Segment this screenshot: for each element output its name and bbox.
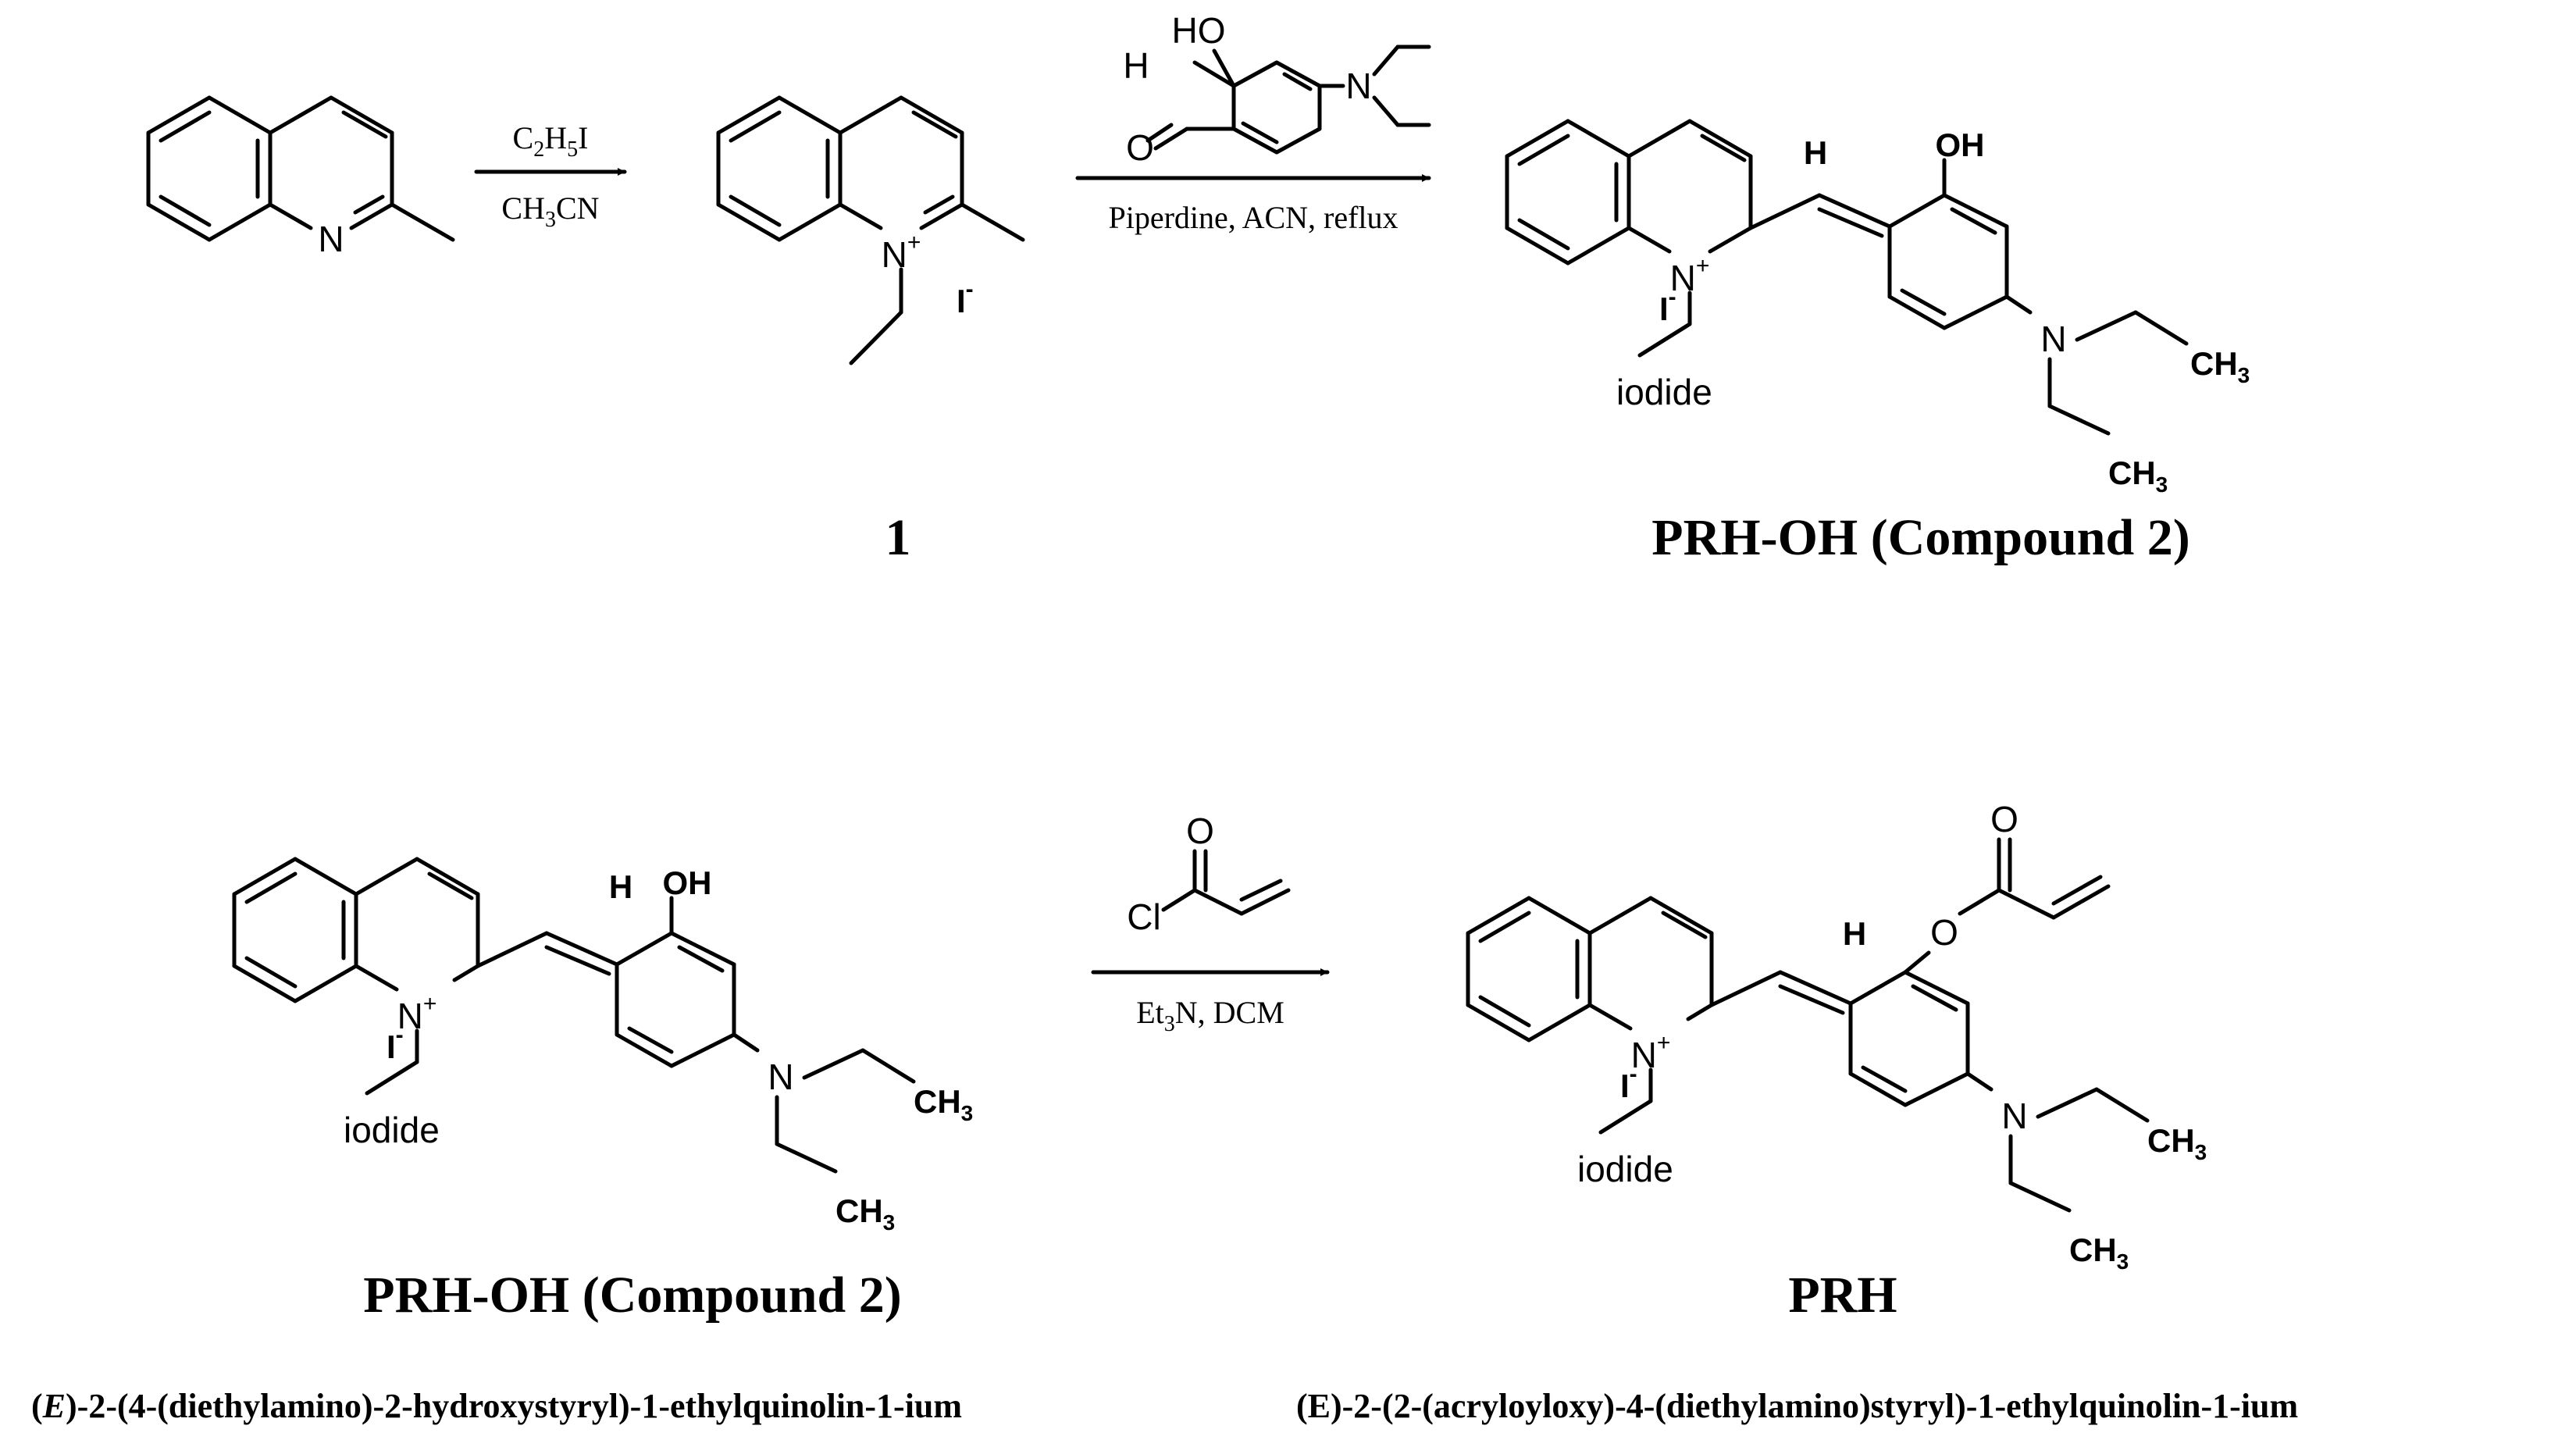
methyl-group-1: CH3 [2190, 345, 2250, 387]
reagent-carbonyl-oxygen: O [1186, 811, 1214, 851]
structure-prh-oh-top: N+ I- iodide H OH N CH3 CH3 [1505, 119, 2250, 497]
vinyl-hydrogen: H [609, 868, 632, 905]
reagent-amine-nitrogen: N [1345, 66, 1371, 106]
methyl-group-1: CH3 [2147, 1122, 2207, 1164]
hydroxyl-group: OH [663, 864, 712, 901]
reaction-arrow-3: O Cl Et3N, DCM [1091, 811, 1330, 1036]
iodide-text: iodide [344, 1110, 440, 1150]
vinyl-hydrogen: H [1843, 915, 1866, 952]
quaternary-nitrogen-atom: N+ [397, 991, 437, 1036]
quaternary-nitrogen-atom: N+ [1670, 253, 1710, 298]
prh-iupac-name: (E)-2-(2-(acryloyloxy)-4-(diethylamino)s… [1296, 1387, 2298, 1425]
reagent-chlorine: Cl [1127, 896, 1160, 937]
iodide-text: iodide [1616, 372, 1712, 412]
prh-oh-bottom-label: PRH-OH (Compound 2) [363, 1267, 901, 1324]
iodide-counterion: I- [1620, 1061, 1637, 1104]
hydroxyl-group: OH [1936, 127, 1985, 163]
reagent-ethyl-iodide: C2H5I [513, 120, 589, 162]
iodide-text: iodide [1577, 1149, 1673, 1189]
ester-oxygen: O [1930, 912, 1958, 953]
reaction-arrow-1: C2H5I CH3CN [474, 120, 627, 232]
carbonyl-oxygen: O [1990, 799, 2018, 839]
nitrogen-atom: N [318, 219, 344, 259]
reagent-aldehyde-hydrogen: H [1123, 45, 1149, 86]
prh-label: PRH [1788, 1267, 1897, 1324]
reaction-arrow-2: HO H O N Piperdine, ACN, reflux [1075, 10, 1431, 235]
structure-prh: N+ I- iodide H O O N CH3 CH3 [1466, 799, 2207, 1274]
reaction-1-conditions: Piperdine, ACN, reflux [1108, 200, 1398, 235]
methyl-group-1: CH3 [914, 1083, 973, 1125]
vinyl-hydrogen: H [1804, 134, 1827, 171]
structure-2-methylquinoline: N [146, 95, 455, 259]
reaction-2-conditions: Et3N, DCM [1136, 995, 1284, 1036]
methyl-group-2: CH3 [2108, 454, 2168, 497]
structure-compound-1: N+ I- [716, 95, 1025, 365]
methyl-group-2: CH3 [836, 1192, 895, 1235]
methyl-group-2: CH3 [2069, 1231, 2129, 1274]
solvent-acetonitrile: CH3CN [501, 191, 599, 232]
quaternary-nitrogen-atom: N+ [882, 230, 921, 275]
compound-1-label: 1 [885, 509, 911, 566]
iodide-counterion: I- [957, 276, 974, 319]
amine-nitrogen: N [2040, 319, 2066, 359]
reagent-aldehyde-oxygen: O [1126, 127, 1154, 168]
prh-oh-iupac-name: (E)-2-(4-(diethylamino)-2-hydroxystyryl)… [31, 1387, 962, 1425]
quaternary-nitrogen-atom: N+ [1631, 1030, 1671, 1075]
prh-oh-top-label: PRH-OH (Compound 2) [1651, 509, 2189, 566]
amine-nitrogen: N [768, 1057, 793, 1097]
iodide-counterion: I- [1659, 284, 1676, 327]
reagent-hydroxyl: HO [1172, 10, 1226, 51]
iodide-counterion: I- [387, 1022, 404, 1065]
amine-nitrogen: N [2001, 1096, 2027, 1136]
structure-prh-oh-bottom: N+ I- iodide H OH N CH3 CH3 [232, 857, 973, 1235]
